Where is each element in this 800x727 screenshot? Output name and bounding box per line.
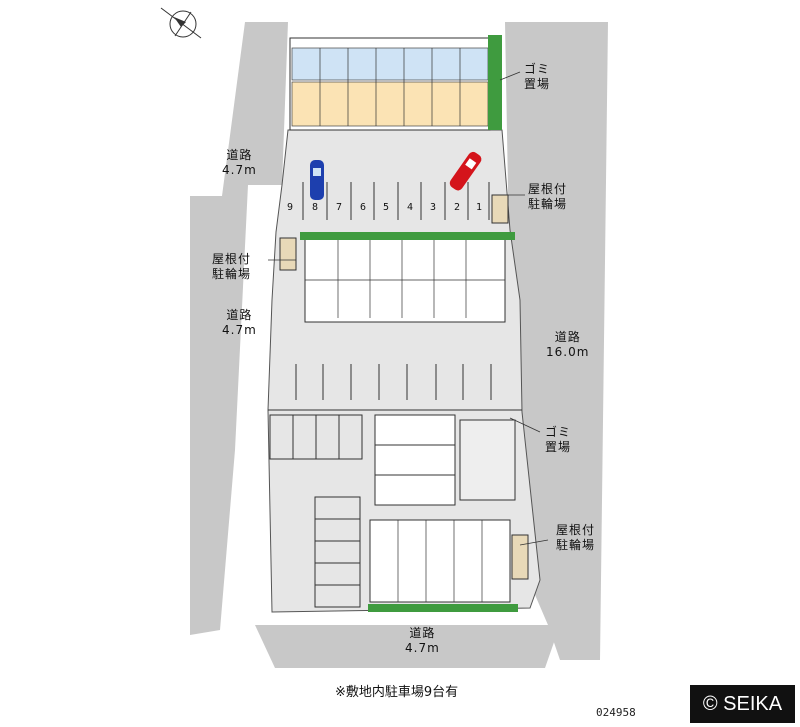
parking-stalls-lower-left [269, 414, 363, 608]
brand-logo: © SEIKA [690, 685, 795, 723]
parking-number: 4 [407, 202, 414, 213]
bike-label-top-right: 屋根付 駐輪場 [528, 182, 568, 211]
compass-icon [160, 7, 202, 39]
building-middle [300, 232, 515, 323]
parking-number: 8 [312, 202, 319, 213]
parking-number: 1 [476, 202, 483, 213]
parking-number: 5 [383, 202, 390, 213]
leader-lines [268, 71, 549, 546]
road-label-right: 道路 16.0m [546, 330, 590, 359]
bicycle-rack-icon [279, 194, 529, 580]
parking-number: 9 [287, 202, 294, 213]
road-label-top-left: 道路 4.7m [222, 148, 257, 177]
parking-number: 3 [430, 202, 437, 213]
road-label-bottom: 道路 4.7m [405, 626, 440, 655]
building-top [289, 35, 502, 131]
building-lower [368, 414, 518, 612]
parking-note: ※敷地内駐車場9台有 [335, 685, 459, 700]
garbage-label-top: ゴミ 置場 [524, 62, 551, 91]
car-icon [449, 151, 482, 191]
parking-stalls-top [302, 182, 490, 220]
parking-stalls-middle [268, 364, 522, 411]
garbage-label-mid: ゴミ 置場 [545, 425, 572, 454]
bike-label-left: 屋根付 駐輪場 [212, 252, 252, 281]
bike-label-bottom-right: 屋根付 駐輪場 [556, 523, 596, 552]
property-code: 024958 [596, 706, 636, 719]
parking-number: 2 [454, 202, 461, 213]
parking-number: 6 [360, 202, 367, 213]
car-icon [310, 160, 324, 200]
road-label-mid-left: 道路 4.7m [222, 308, 257, 337]
parking-number: 7 [336, 202, 343, 213]
